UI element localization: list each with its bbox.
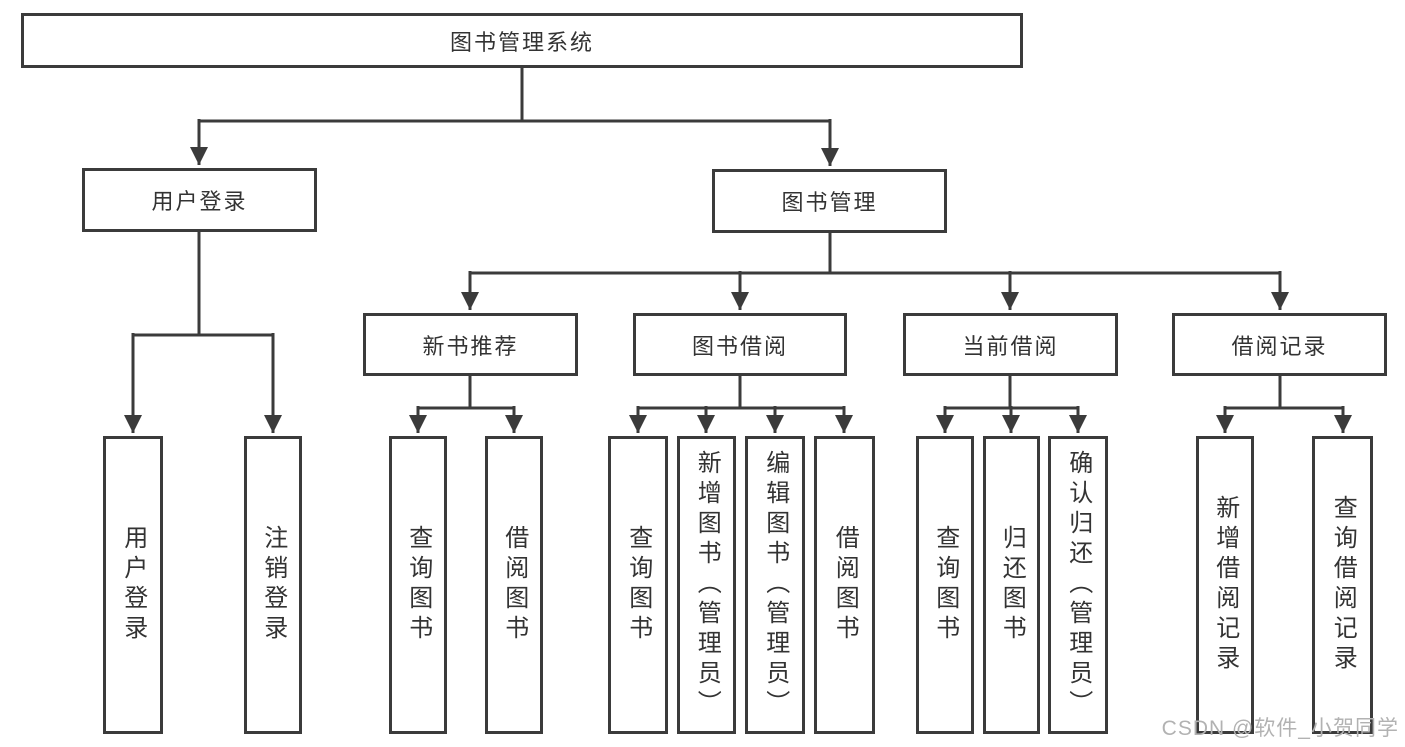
leaf-confirm-return-admin: 确认归还（管理员） (1048, 436, 1108, 734)
node-label: 用户登录 (119, 525, 147, 645)
leaf-edit-books-admin: 编辑图书（管理员） (745, 436, 805, 734)
node-label: 借阅图书 (831, 525, 859, 645)
leaf-query-books-current: 查询图书 (916, 436, 974, 734)
node-label: 图书借阅 (691, 333, 788, 359)
node-label: 查询图书 (931, 525, 959, 645)
leaf-return-books: 归还图书 (983, 436, 1040, 734)
node-label: 新增借阅记录 (1211, 495, 1239, 675)
node-new-book-recommendation: 新书推荐 (363, 313, 578, 376)
node-label: 查询借阅记录 (1329, 495, 1357, 675)
leaf-query-books-borrow: 查询图书 (608, 436, 668, 734)
leaf-query-borrow-record: 查询借阅记录 (1312, 436, 1373, 734)
node-label: 编辑图书（管理员） (761, 450, 789, 720)
node-label: 图书管理系统 (449, 29, 594, 55)
node-label: 用户登录 (151, 189, 248, 214)
leaf-borrow-books-borrow: 借阅图书 (814, 436, 875, 734)
node-library-management-system: 图书管理系统 (21, 13, 1023, 68)
leaf-add-books-admin: 新增图书（管理员） (677, 436, 736, 734)
node-label: 新增图书（管理员） (693, 450, 721, 720)
node-user-login: 用户登录 (82, 168, 317, 232)
node-label: 借阅图书 (500, 525, 528, 645)
node-borrowing-records: 借阅记录 (1172, 313, 1387, 376)
node-label: 新书推荐 (422, 333, 519, 359)
node-label: 当前借阅 (962, 333, 1059, 359)
node-label: 确认归还（管理员） (1064, 450, 1092, 720)
node-label: 查询图书 (624, 525, 652, 645)
node-current-borrowing: 当前借阅 (903, 313, 1118, 376)
leaf-add-borrow-record: 新增借阅记录 (1196, 436, 1254, 734)
node-label: 归还图书 (998, 525, 1026, 645)
node-book-management: 图书管理 (712, 169, 947, 233)
csdn-watermark: CSDN @软件_小贺同学 (1161, 717, 1399, 740)
node-label: 查询图书 (404, 525, 432, 645)
node-book-borrowing: 图书借阅 (633, 313, 847, 376)
node-label: 借阅记录 (1231, 333, 1328, 359)
leaf-user-login: 用户登录 (103, 436, 163, 734)
leaf-query-books-newbook: 查询图书 (389, 436, 447, 734)
leaf-logout: 注销登录 (244, 436, 302, 734)
leaf-borrow-books-newbook: 借阅图书 (485, 436, 543, 734)
node-label: 注销登录 (259, 525, 287, 645)
node-label: 图书管理 (781, 190, 878, 215)
